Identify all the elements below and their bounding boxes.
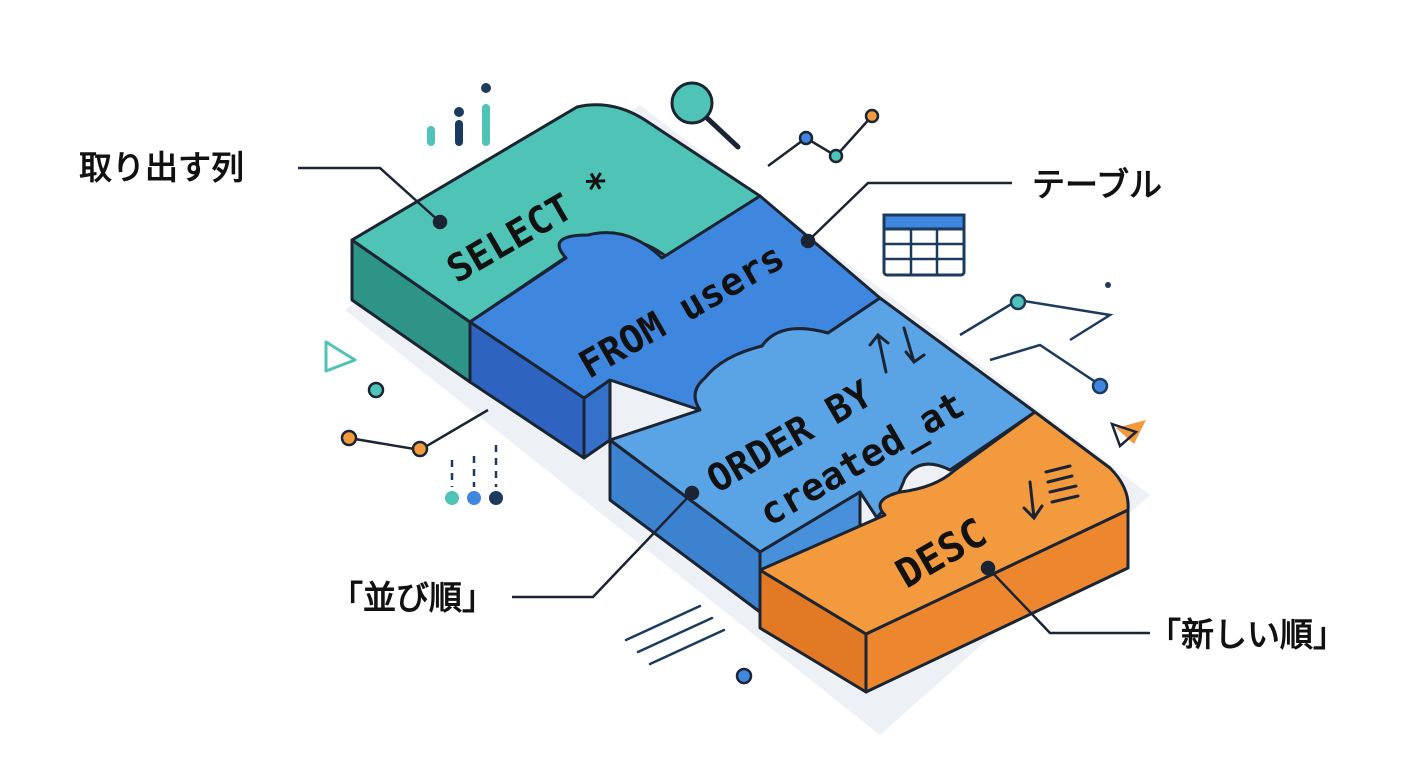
stem-dot-2 — [467, 491, 481, 505]
leader-lines — [298, 166, 1150, 635]
accent-dot-left — [367, 381, 385, 399]
accent-dot-top — [1105, 282, 1111, 288]
callout-order: 「並び順」 — [330, 578, 495, 617]
circuit-lines — [959, 293, 1114, 395]
line-chart-icon — [767, 108, 880, 168]
callout-table: テーブル — [1032, 165, 1163, 204]
desc-piece — [758, 410, 1130, 694]
table-grid-icon — [882, 213, 966, 277]
sort-desc-icon — [1022, 464, 1080, 521]
warning-triangle-icon — [1109, 420, 1146, 449]
magnifier-icon — [670, 81, 741, 150]
sort-arrows-icon — [868, 326, 926, 374]
callout-newest: 「新しい順」 — [1148, 615, 1346, 654]
play-triangle-icon — [324, 340, 357, 373]
stem-dot-3 — [489, 491, 503, 505]
leader-order — [512, 492, 693, 599]
accent-dot-bottom — [735, 667, 753, 685]
speed-lines — [624, 604, 726, 666]
leader-newest — [987, 567, 1150, 635]
dashed-stems — [450, 445, 498, 487]
leader-table-dot — [800, 233, 816, 249]
leader-columns — [298, 166, 441, 223]
stem-dot-1 — [445, 491, 459, 505]
leader-table — [807, 181, 1012, 242]
leader-columns-dot — [432, 214, 448, 230]
leader-newest-dot — [980, 560, 996, 576]
leader-order-dot — [684, 485, 700, 501]
bar-chart-icon — [427, 83, 491, 146]
left-connector — [340, 408, 489, 458]
callout-columns: 取り出す列 — [79, 148, 244, 187]
